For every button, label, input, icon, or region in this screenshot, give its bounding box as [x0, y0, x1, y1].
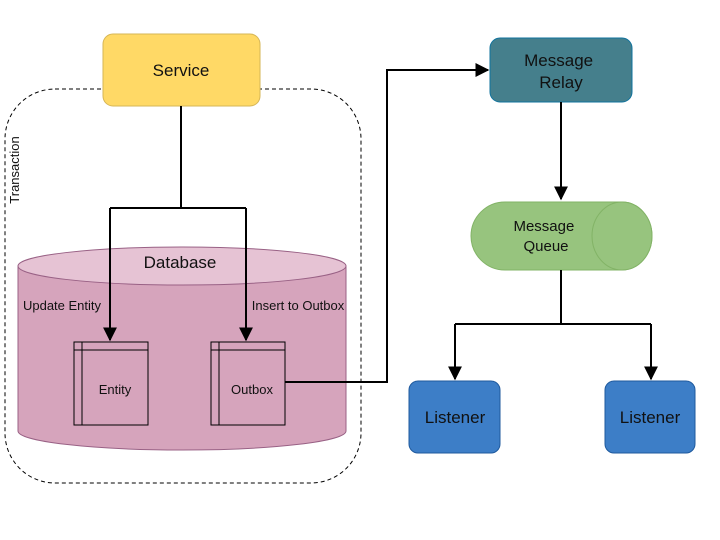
database-label: Database	[144, 253, 217, 272]
listener-right-box	[604, 380, 696, 454]
message-relay-box	[489, 37, 633, 103]
service-label: Service	[153, 61, 210, 80]
update-entity-label: Update Entity	[23, 298, 102, 313]
database-cylinder	[17, 246, 347, 451]
entity-label: Entity	[99, 382, 132, 397]
message-queue-label: Message Queue	[513, 218, 578, 255]
listener-right-label: Listener	[620, 408, 681, 427]
insert-outbox-label: Insert to Outbox	[252, 298, 345, 313]
message-queue-cylinder	[470, 201, 653, 271]
listener-left-box	[408, 380, 501, 454]
entity-table	[73, 341, 149, 426]
queue-connector	[455, 270, 651, 325]
message-queue-line1: Message	[513, 218, 574, 235]
outbox-table	[210, 341, 286, 426]
message-relay-label: Message Relay	[524, 51, 598, 92]
outbox-to-relay-arrow	[285, 63, 490, 383]
service-connector	[110, 106, 246, 209]
outbox-label: Outbox	[231, 382, 273, 397]
listener-left-label: Listener	[425, 408, 486, 427]
message-relay-line2: Relay	[539, 73, 583, 92]
message-relay-line1: Message	[524, 51, 593, 70]
transaction-label: Transaction	[7, 136, 22, 203]
message-queue-line2: Queue	[523, 238, 568, 255]
